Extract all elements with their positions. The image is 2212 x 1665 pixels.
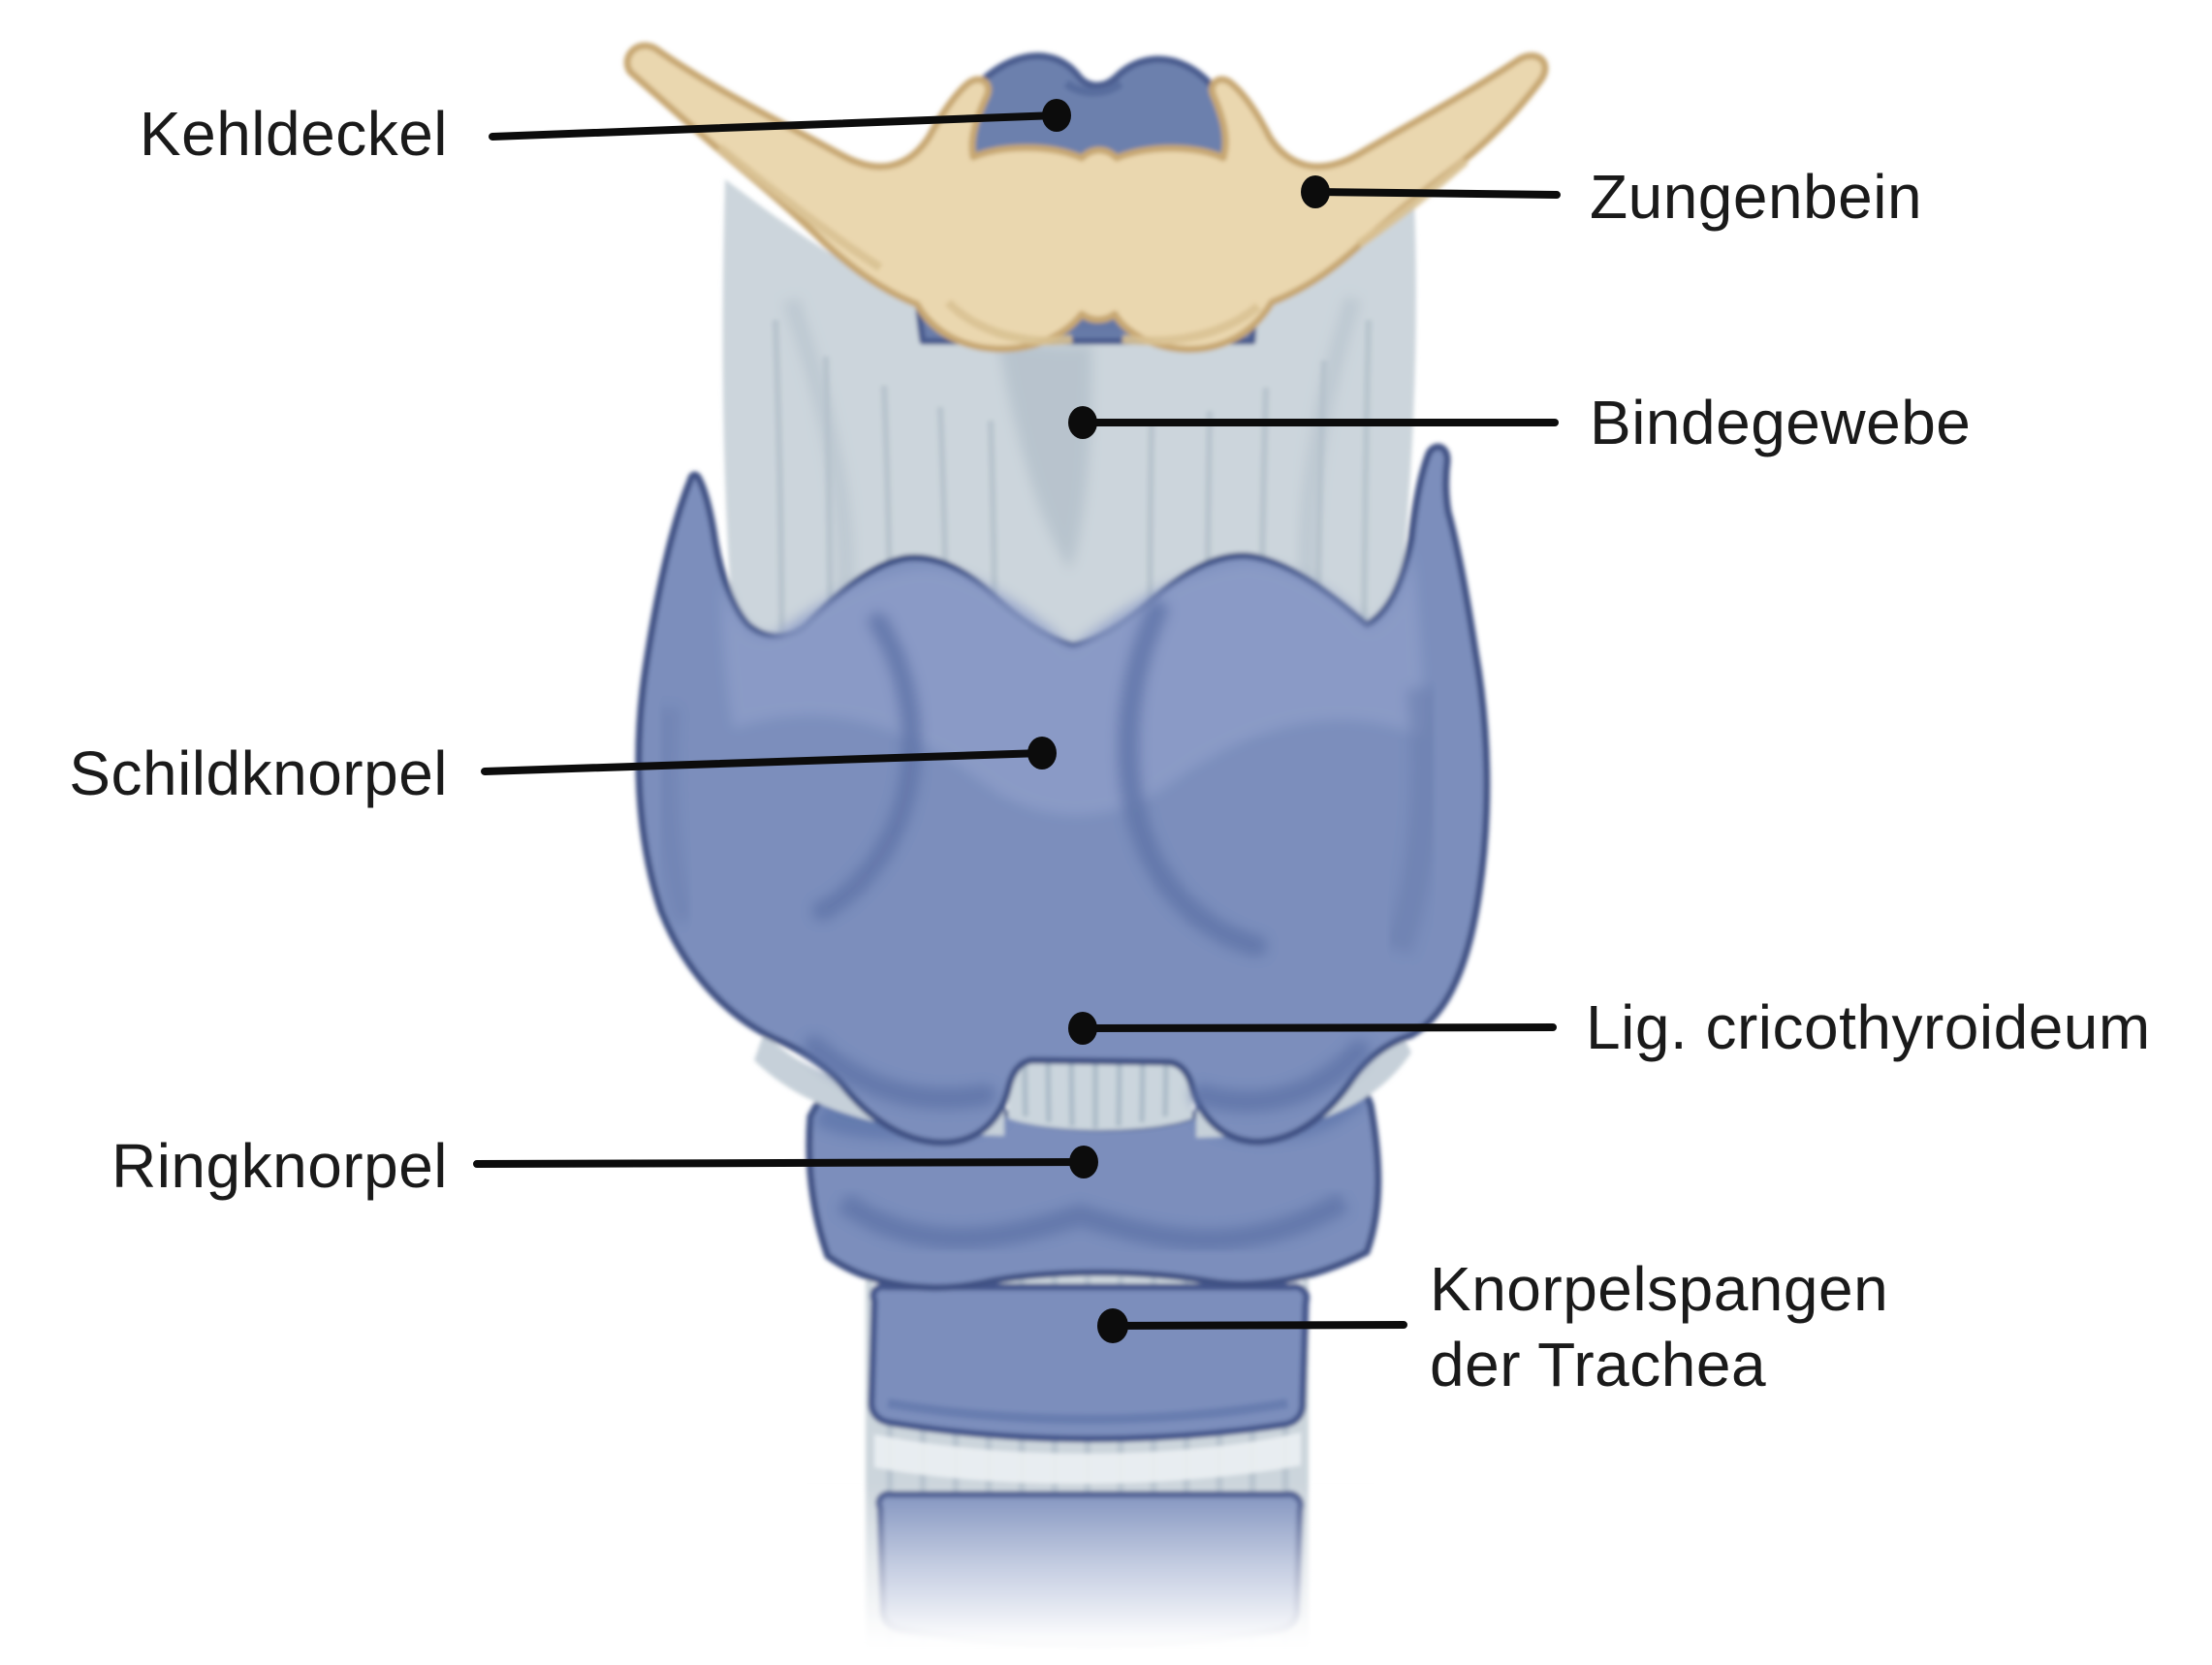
label-ringknorpel: Ringknorpel <box>111 1131 448 1201</box>
leader-lig-cricothyroideum <box>1079 1023 1557 1032</box>
leader-kehldeckel <box>489 111 1060 141</box>
leader-dot-schildknorpel <box>1027 737 1057 770</box>
label-knorpelspangen-der-trachea: Knorpelspangen der Trachea <box>1430 1251 1888 1402</box>
thyroid-shading <box>804 600 1370 1113</box>
label-kehldeckel: Kehldeckel <box>139 99 448 169</box>
leader-dot-knorpelspangen <box>1097 1308 1128 1343</box>
leader-knorpelspangen <box>1109 1321 1407 1330</box>
hyoid-bone <box>623 42 1549 354</box>
leader-dot-kehldeckel <box>1042 99 1071 132</box>
leader-dot-ringknorpel <box>1069 1146 1098 1178</box>
thyroid-cartilage <box>635 443 1491 1147</box>
label-lig-cricothyroideum: Lig. cricothyroideum <box>1586 992 2151 1062</box>
leader-ringknorpel <box>473 1158 1088 1168</box>
membrane-center-shadow <box>996 331 1092 570</box>
thyroid-top-highlight <box>721 549 1424 816</box>
leader-dot-lig-cricothyroideum <box>1068 1012 1097 1045</box>
trachea-fadeout <box>805 1483 1376 1665</box>
leader-dot-zungenbein <box>1301 175 1330 208</box>
leader-schildknorpel <box>481 749 1046 775</box>
leader-dots <box>1027 99 1330 1343</box>
label-bindegewebe: Bindegewebe <box>1590 388 1972 457</box>
label-schildknorpel: Schildknorpel <box>69 738 448 808</box>
leader-zungenbein <box>1311 188 1561 199</box>
hyoid-shading <box>716 143 1469 346</box>
anatomy-group <box>623 42 1549 1665</box>
label-zungenbein: Zungenbein <box>1590 162 1923 232</box>
label-knorpelspangen-line1: Knorpelspangen <box>1430 1254 1889 1324</box>
leader-dot-bindegewebe <box>1068 406 1097 439</box>
trachea-band-highlight-2 <box>874 1432 1301 1485</box>
leader-lines <box>473 111 1561 1330</box>
label-knorpelspangen-line2: der Trachea <box>1430 1330 1767 1399</box>
